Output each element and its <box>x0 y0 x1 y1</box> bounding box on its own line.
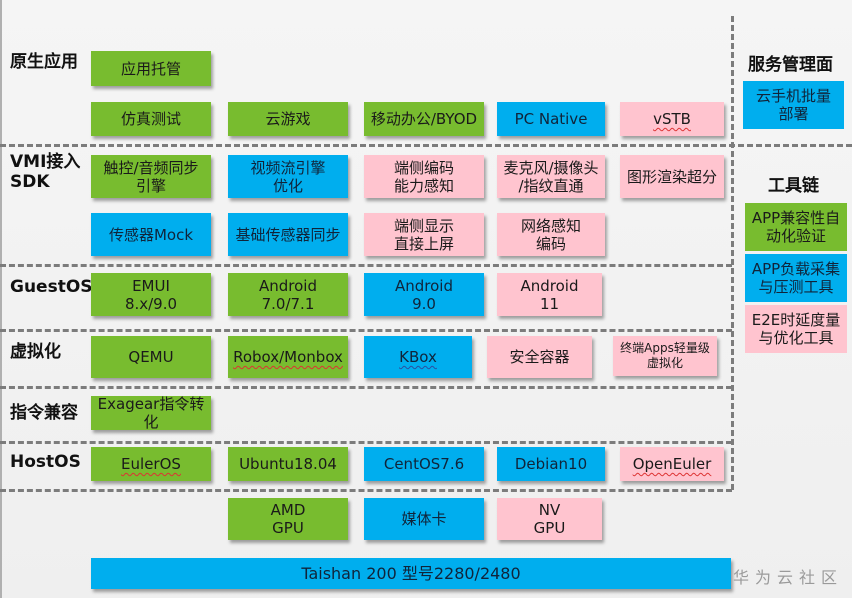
box-nv-gpu: NV GPU <box>497 498 602 540</box>
separator-vertical <box>731 16 734 490</box>
box-robox-monbox: Robox/Monbox <box>228 336 348 378</box>
service-management-title: 服务管理面 <box>748 55 833 75</box>
watermark: 华为云社区 <box>733 568 844 587</box>
box-euleros: EulerOS <box>91 447 211 481</box>
box-emui: EMUI 8.x/9.0 <box>91 273 211 316</box>
box-kbox-text: KBox <box>399 348 437 366</box>
left-border <box>0 0 2 598</box>
box-exagear: Exagear指令转化 <box>91 395 211 431</box>
box-kbox: KBox <box>364 336 472 378</box>
layer-label-guestos: GuestOS <box>10 277 93 297</box>
box-pc-native: PC Native <box>497 102 605 136</box>
separator-virt-instr <box>0 386 732 389</box>
layer-label-vmi-sdk: VMI接入 SDK <box>10 152 81 192</box>
box-client-encode-aware: 端侧编码 能力感知 <box>364 155 484 198</box>
box-mic-camera-passthrough: 麦克风/摄像头 /指纹直通 <box>497 155 605 198</box>
box-media-card: 媒体卡 <box>364 498 484 540</box>
box-centos: CentOS7.6 <box>364 447 484 481</box>
box-vstb: vSTB <box>620 102 724 136</box>
box-batch-deploy: 云手机批量 部署 <box>743 81 844 129</box>
layer-label-virtualization: 虚拟化 <box>10 342 61 362</box>
box-openeuler: OpenEuler <box>620 447 724 481</box>
box-android-9: Android 9.0 <box>364 273 484 316</box>
box-ubuntu: Ubuntu18.04 <box>228 447 348 481</box>
box-euleros-text: EulerOS <box>121 455 181 473</box>
box-debian: Debian10 <box>497 447 605 481</box>
box-taishan-server: Taishan 200 型号2280/2480 <box>91 558 731 589</box>
separator-sdk-guestos <box>0 264 732 267</box>
box-qemu: QEMU <box>91 336 211 378</box>
box-video-stream-engine: 视频流引擎 优化 <box>228 155 348 198</box>
box-simulation-test: 仿真测试 <box>91 102 211 136</box>
box-android-7: Android 7.0/7.1 <box>228 273 348 316</box>
toolchain-title: 工具链 <box>768 176 819 196</box>
box-app-hosting: 应用托管 <box>91 51 211 86</box>
layer-label-instruction-compat: 指令兼容 <box>10 403 78 423</box>
box-graphics-superres: 图形渲染超分 <box>620 155 724 198</box>
box-touch-audio-sync: 触控/音频同步 引擎 <box>91 155 211 198</box>
separator-hostos-hw <box>0 489 732 492</box>
box-vstb-text: vSTB <box>653 110 691 128</box>
box-android-11: Android 11 <box>497 273 602 316</box>
box-amd-gpu: AMD GPU <box>228 498 348 540</box>
separator-instr-hostos <box>0 441 732 444</box>
box-basic-sensor-sync: 基础传感器同步 <box>228 213 348 256</box>
box-client-direct-display: 端侧显示 直接上屏 <box>364 213 484 256</box>
box-mobile-office-byod: 移动办公/BYOD <box>364 102 484 136</box>
box-secure-container: 安全容器 <box>487 336 592 378</box>
box-app-compat-verify: APP兼容性自 动化验证 <box>745 203 847 251</box>
layer-label-native-apps: 原生应用 <box>10 52 78 72</box>
box-app-load-test: APP负载采集 与压测工具 <box>745 254 847 302</box>
box-sensor-mock: 传感器Mock <box>91 213 211 256</box>
box-network-aware-encode: 网络感知 编码 <box>497 213 605 256</box>
separator-guestos-virt <box>0 329 732 332</box>
separator-native-sdk <box>0 144 852 147</box>
box-e2e-latency: E2E时延度量 与优化工具 <box>745 305 847 353</box>
box-openeuler-text: OpenEuler <box>632 455 712 473</box>
box-robox-monbox-text: Robox/Monbox <box>233 348 343 366</box>
box-taishan-server-text: Taishan 200 型号2280/2480 <box>301 563 521 583</box>
box-lightweight-virt: 终端Apps轻量级 虚拟化 <box>613 336 717 376</box>
box-cloud-gaming: 云游戏 <box>228 102 348 136</box>
layer-label-hostos: HostOS <box>10 452 81 472</box>
